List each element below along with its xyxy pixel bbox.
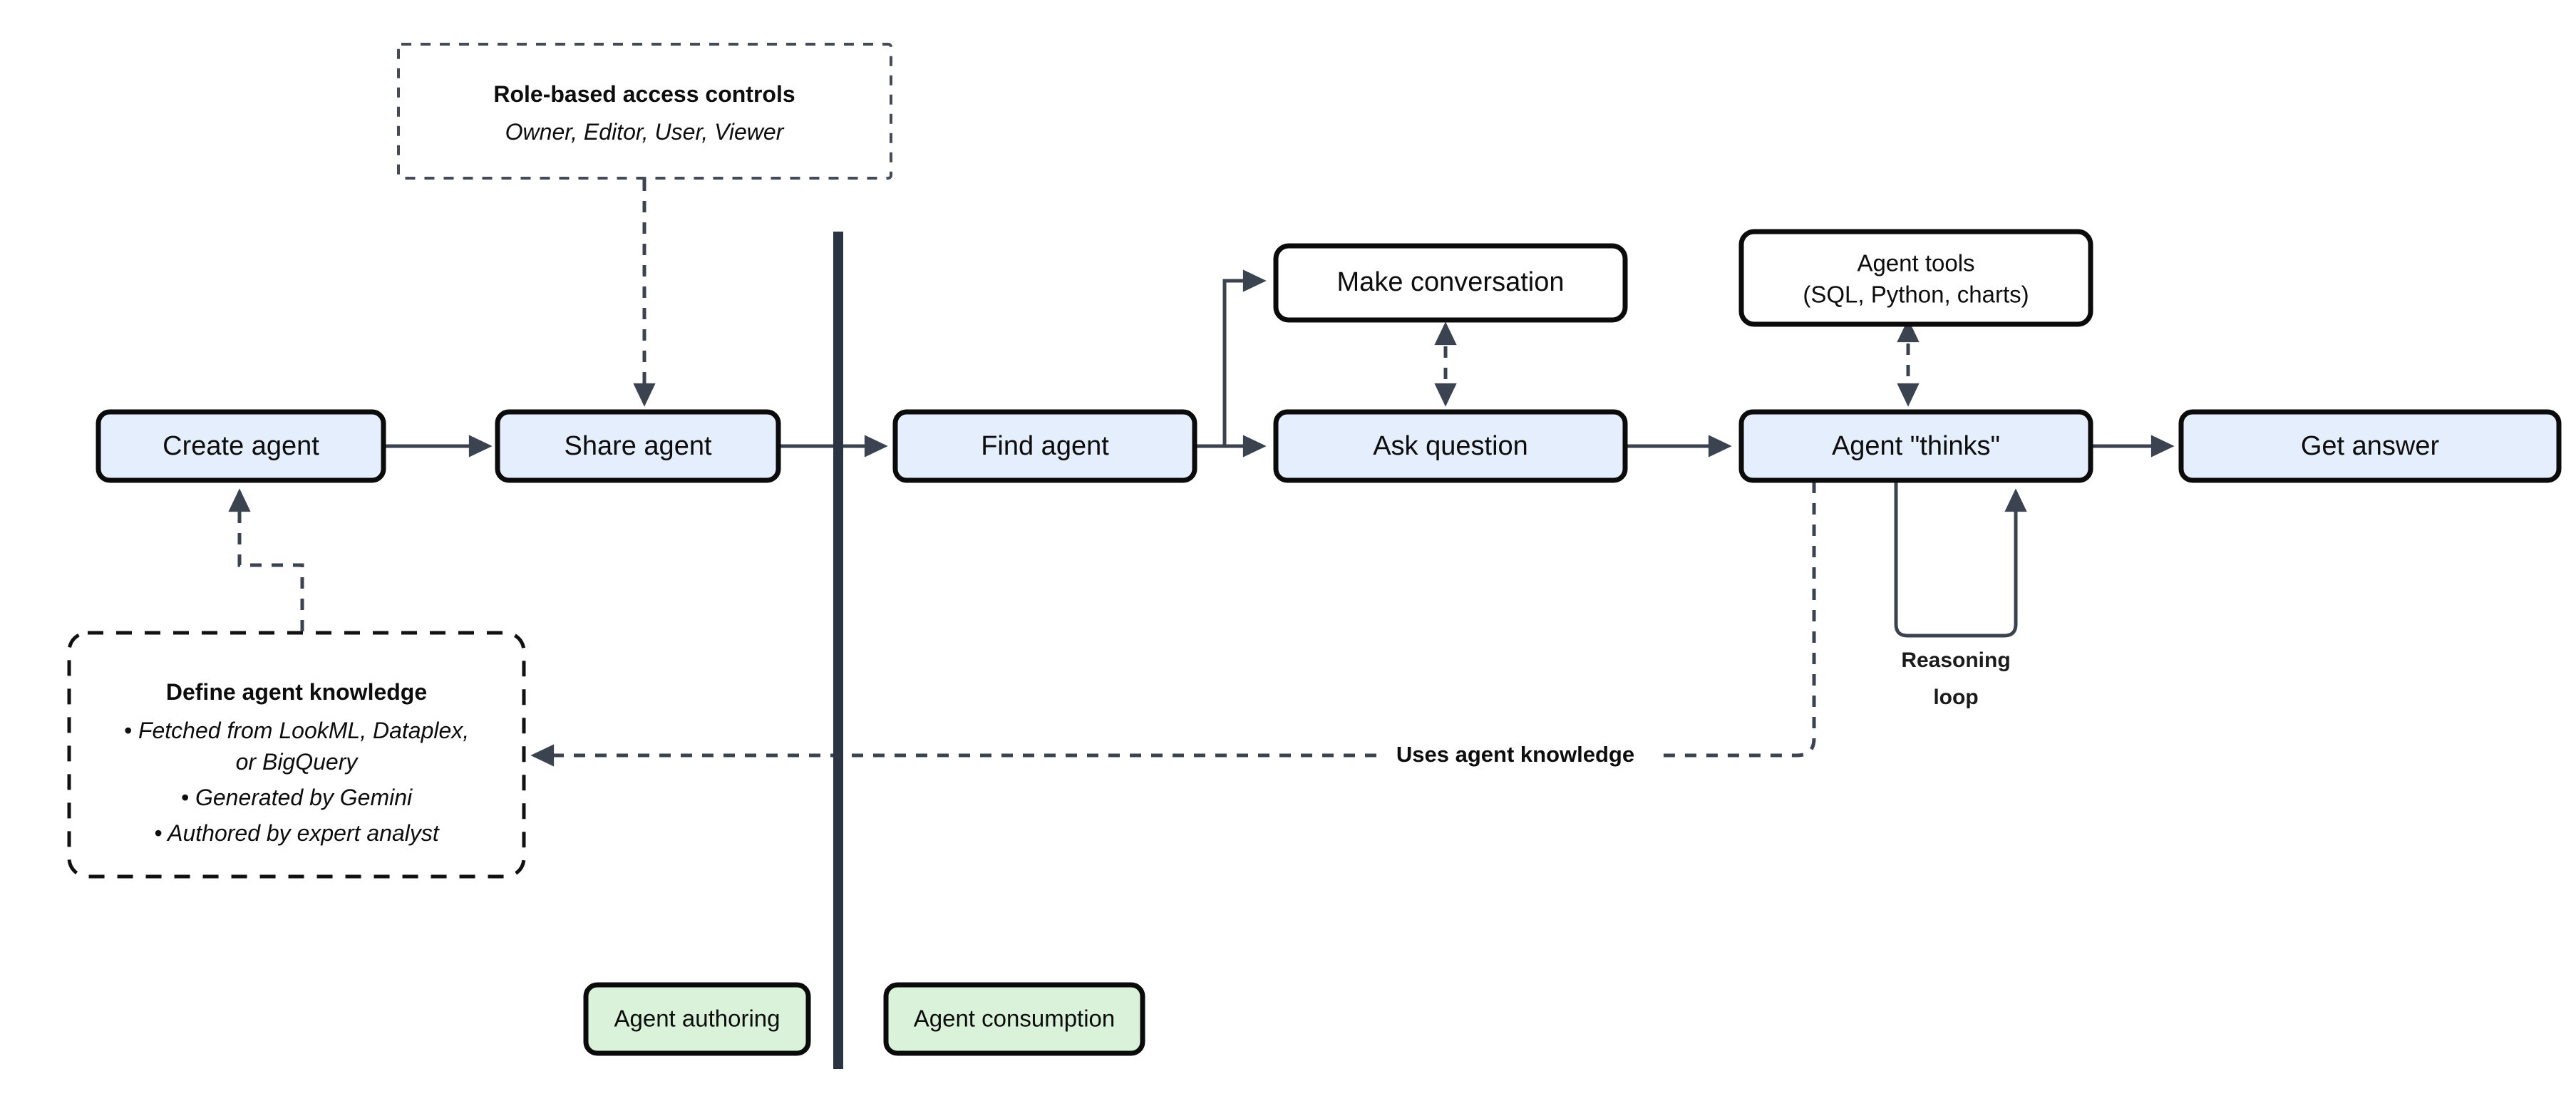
node-agent-thinks[interactable]: Agent "thinks" <box>1738 409 2093 483</box>
node-get-answer-label: Get answer <box>2301 431 2440 461</box>
node-find-agent-label: Find agent <box>981 431 1109 461</box>
legend-agent-authoring[interactable]: Agent authoring <box>583 982 811 1056</box>
define-agent-knowledge-box: Define agent knowledge • Fetched from Lo… <box>67 631 526 879</box>
node-create-agent-label: Create agent <box>163 431 319 461</box>
rbac-title: Role-based access controls <box>493 81 795 107</box>
authoring-consumption-divider <box>833 232 843 1069</box>
node-make-conversation-label: Make conversation <box>1337 267 1565 297</box>
link-knowledge-to-create-agent <box>228 488 304 631</box>
knowledge-bullet-3: • Authored by expert analyst <box>154 820 440 846</box>
node-make-conversation[interactable]: Make conversation <box>1273 243 1628 323</box>
legend-agent-authoring-label: Agent authoring <box>614 1006 780 1032</box>
node-agent-tools[interactable]: Agent tools (SQL, Python, charts) <box>1738 229 2093 327</box>
node-agent-thinks-label: Agent "thinks" <box>1832 431 2000 461</box>
node-find-agent[interactable]: Find agent <box>892 409 1197 483</box>
node-ask-question[interactable]: Ask question <box>1273 409 1628 483</box>
rbac-annotation-box: Role-based access controls Owner, Editor… <box>397 43 892 180</box>
rbac-subtitle: Owner, Editor, User, Viewer <box>505 119 785 145</box>
knowledge-title: Define agent knowledge <box>166 679 427 705</box>
knowledge-bullet-0: • Fetched from LookML, Dataplex, <box>124 718 469 743</box>
reasoning-loop-line1: Reasoning <box>1901 648 2010 672</box>
legend-agent-consumption-label: Agent consumption <box>914 1006 1116 1032</box>
reasoning-loop-line2: loop <box>1933 686 1978 709</box>
node-ask-question-label: Ask question <box>1373 431 1528 461</box>
node-agent-tools-label-line1: Agent tools <box>1857 250 1974 276</box>
node-get-answer[interactable]: Get answer <box>2178 409 2562 483</box>
node-create-agent[interactable]: Create agent <box>96 409 386 483</box>
knowledge-bullet-1: or BigQuery <box>236 749 359 775</box>
node-share-agent[interactable]: Share agent <box>495 409 781 483</box>
node-agent-tools-label-line2: (SQL, Python, charts) <box>1803 281 2029 308</box>
knowledge-bullet-2: • Generated by Gemini <box>181 785 413 810</box>
legend-agent-consumption[interactable]: Agent consumption <box>883 982 1145 1056</box>
reasoning-loop-caption: Reasoning loop <box>1901 648 2010 709</box>
node-share-agent-label: Share agent <box>564 431 711 461</box>
link-uses-agent-knowledge-right <box>1654 482 1816 758</box>
link-find-to-make-conversation <box>1196 269 1267 448</box>
link-reasoning-loop <box>1894 482 2027 638</box>
uses-agent-knowledge-label: Uses agent knowledge <box>1396 742 1634 767</box>
